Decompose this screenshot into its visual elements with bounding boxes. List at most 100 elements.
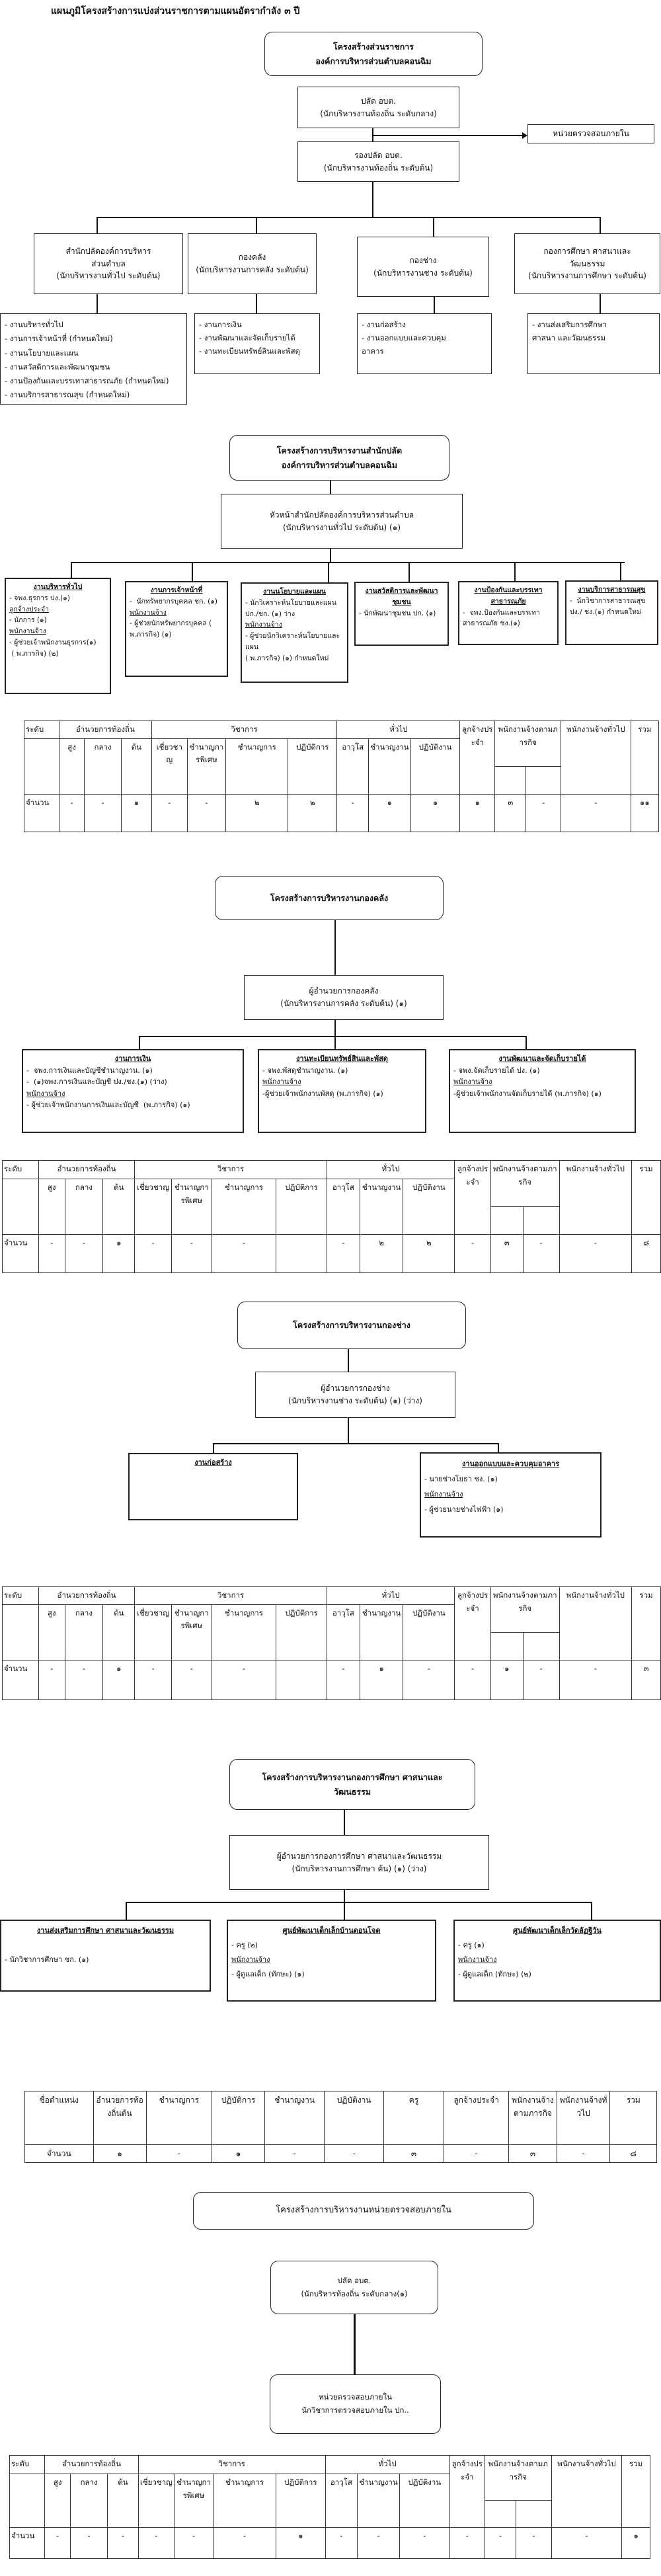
table-cell: - bbox=[137, 2527, 175, 2559]
division-palad-office: สำนักปลัดองค์การบริหารส่วนตำบล(นักบริหาร… bbox=[34, 233, 183, 294]
box-line: - งานส่งเสริมการศึกษา bbox=[532, 320, 607, 329]
box-line: ผู้อำนวยการกองการศึกษา ศาสนาและวัฒนธรรม bbox=[276, 1851, 442, 1861]
table-cell: - bbox=[173, 2527, 214, 2559]
unit-heading: ศูนย์พัฒนาเด็กเล็กวัดลัฏฐิวัน bbox=[513, 1926, 602, 1935]
header-cell: รวม bbox=[631, 1586, 661, 1660]
header-cell: วิชาการ bbox=[151, 721, 338, 739]
header-row bbox=[3, 1631, 661, 1660]
connector bbox=[525, 1036, 527, 1049]
box-line: - งานบริการสาธารณสุข (กำหนดใหม่) bbox=[5, 390, 130, 400]
header-cell: ลูกจ้างประจำ bbox=[454, 1160, 491, 1235]
header-row bbox=[24, 765, 659, 795]
position-line: - นักพัฒนาชุมชน ปก. (๑) bbox=[359, 609, 436, 617]
header-cell: ชำนาญการ bbox=[145, 2091, 212, 2145]
box-line: สำนักปลัดองค์การบริหาร bbox=[65, 247, 151, 256]
unit-disaster-prevention: งานป้องกันและบรรเทาสาธารณภัย- จพง.ป้องกั… bbox=[458, 581, 559, 645]
table-cell: - bbox=[107, 2527, 139, 2559]
header-cell: เชี่ยวชาญ bbox=[137, 2474, 175, 2528]
row-label: จำนวน bbox=[2, 1234, 39, 1273]
table-cell: - bbox=[559, 1234, 633, 1273]
position-line: - ครู (๒) bbox=[231, 1941, 258, 1949]
unit-general-admin: งานบริหารทั่วไป- จพง.ธุรการ ปง.(๑)ลูกจ้า… bbox=[5, 578, 111, 694]
connector bbox=[372, 135, 523, 136]
table-row: จำนวน--๑--๒๒-๑๑๑๓--๑๑ bbox=[24, 793, 660, 832]
header-cell: ปฏิบัติการ bbox=[211, 2091, 266, 2145]
internal-audit-box: หน่วยตรวจสอบภายใน bbox=[527, 124, 654, 143]
table-cell bbox=[276, 1659, 327, 1700]
header-cell bbox=[525, 765, 562, 795]
position-line: - ผู้ช่วยนายช่างไฟฟ้า (๑) bbox=[424, 1505, 504, 1514]
box-line: (นักบริหารท้องถิ่น ระดับกลาง(๑) bbox=[301, 2288, 408, 2298]
box-line: โครงสร้างการบริหารงานกองการศึกษา ศาสนาแล… bbox=[262, 1772, 443, 1783]
header-cell: ชำนาญงาน bbox=[359, 1604, 404, 1660]
unit-childcare-wat-lattiwan: ศูนย์พัฒนาเด็กเล็กวัดลัฏฐิวัน- ครู (๑)พน… bbox=[453, 1920, 661, 2002]
connector bbox=[334, 1036, 336, 1049]
box-line: โครงสร้างการบริหารงานกองคลัง bbox=[270, 892, 389, 903]
connector bbox=[600, 294, 601, 313]
header-cell: อำนวยการท้องถิ่นต้น bbox=[93, 2091, 147, 2145]
header-cell: วิชาการ bbox=[137, 2455, 326, 2474]
row-label: จำนวน bbox=[24, 793, 59, 832]
finance-head-box: ผู้อำนวยการกองคลัง(นักบริหารงานการคลัง ร… bbox=[244, 975, 444, 1020]
table-cell: - bbox=[44, 2527, 71, 2559]
units-education: - งานส่งเสริมการศึกษาศาสนา และวัฒนธรรม bbox=[527, 313, 660, 374]
header-cell: ชำนาญการพิเศษ bbox=[171, 1179, 212, 1235]
box-line: ปลัด อบต. bbox=[360, 96, 396, 106]
box-line: องค์การบริหารส่วนตำบลคอนฉิม bbox=[315, 56, 432, 66]
header-cell bbox=[516, 2500, 552, 2528]
connector bbox=[372, 182, 373, 217]
position-line: - นักทรัพยากรบุคคล ชก. (๑) bbox=[130, 597, 218, 605]
unit-heading: งานป้องกันและบรรเทาสาธารณภัย bbox=[474, 586, 543, 605]
table-cell: - bbox=[134, 1234, 172, 1273]
position-line: ( พ.ภารกิจ) (๒) bbox=[9, 649, 59, 658]
header-cell: ปฏิบัติงาน bbox=[399, 2474, 450, 2528]
staff-category-label: พนักงานจ้าง bbox=[453, 1077, 492, 1087]
header-cell: อำนวยการท้องถิ่น bbox=[58, 721, 152, 739]
table-row: จำนวน------๑-------๑ bbox=[9, 2527, 650, 2559]
position-line: - ครู (๑) bbox=[458, 1941, 485, 1949]
header-cell: เชี่ยวชาญ bbox=[151, 738, 188, 795]
box-line: นักวิชาการตรวจสอบภายใน ปก.. bbox=[301, 2405, 409, 2415]
staff-table-finance: ระดับอำนวยการท้องถิ่นวิชาการทั่วไปลูกจ้า… bbox=[2, 1160, 661, 1273]
header-cell: ชำนาญงาน bbox=[264, 2091, 325, 2145]
header-row: ระดับอำนวยการท้องถิ่นวิชาการทั่วไปลูกจ้า… bbox=[24, 721, 660, 795]
header-cell: ปฏิบัติการ bbox=[288, 738, 338, 795]
header-cell: ปฏิบัติการ bbox=[276, 1604, 327, 1660]
table-cell: - bbox=[561, 793, 631, 832]
position-line: - ผู้ช่วยเจ้าพนักงานธุรการ(๑) bbox=[9, 638, 97, 646]
table-cell: ๑ bbox=[120, 793, 152, 832]
header-cell: อำนวยการท้องถิ่น bbox=[38, 1586, 136, 1605]
box-line: กองคลัง bbox=[238, 253, 266, 262]
connector bbox=[620, 562, 621, 580]
staff-table-engineering: ระดับอำนวยการท้องถิ่นวิชาการทั่วไปลูกจ้า… bbox=[2, 1586, 661, 1700]
header-cell: รวม bbox=[621, 2455, 650, 2528]
table-cell: - bbox=[336, 793, 369, 832]
box-line: (นักบริหารงานทั่วไป ระดับต้น) (๑) bbox=[283, 522, 401, 532]
unit-public-health: งานบริการสาธารณสุข- นักวิชาการสาธารณสุข … bbox=[565, 580, 658, 645]
table-cell: - bbox=[145, 2144, 212, 2164]
box-line: - งานนโยบายและแผน bbox=[5, 348, 79, 358]
connector bbox=[514, 562, 516, 581]
table-cell: - bbox=[264, 2144, 325, 2164]
connector bbox=[344, 1890, 345, 1902]
box-line: - งานการเจ้าหน้าที่ (กำหนดใหม่) bbox=[5, 334, 113, 344]
table-cell: ๒ bbox=[288, 793, 338, 832]
connector bbox=[213, 1443, 498, 1444]
connector bbox=[126, 1902, 592, 1903]
box-line: กองช่าง bbox=[409, 255, 437, 265]
audit-unit-box: หน่วยตรวจสอบภายในนักวิชาการตรวจสอบภายใน … bbox=[270, 2374, 441, 2434]
connector bbox=[330, 481, 331, 494]
header-cell: สูง bbox=[38, 1179, 65, 1235]
table-cell: ๑ bbox=[359, 1659, 404, 1700]
unit-construction: งานก่อสร้าง bbox=[128, 1453, 298, 1520]
table-cell: ๑ bbox=[102, 1234, 136, 1273]
staff-category-label: พนักงานจ้าง bbox=[9, 627, 46, 636]
header-cell: พนักงานจ้างตามภารกิจ bbox=[494, 721, 562, 767]
header-cell: เชี่ยวชาญ bbox=[134, 1604, 172, 1660]
header-cell: ชำนาญการพิเศษ bbox=[173, 2474, 214, 2528]
header-cell: พนักงานจ้างตามภารกิจ bbox=[490, 1586, 560, 1633]
header-cell: ชำนาญการพิเศษ bbox=[171, 1604, 212, 1660]
connector bbox=[408, 562, 410, 582]
palad-office-head-box: หัวหน้าสำนักปลัดองค์การบริหารส่วนตำบล(นั… bbox=[221, 494, 463, 549]
table-cell: - bbox=[171, 1659, 212, 1700]
